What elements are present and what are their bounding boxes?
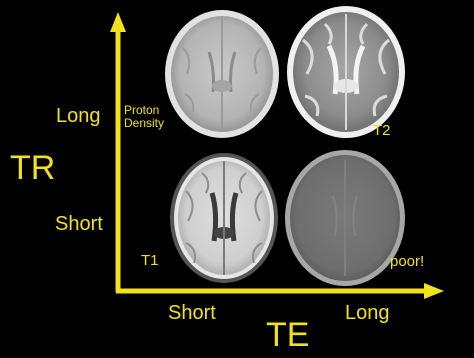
brain-scan-t1 [168,151,280,285]
brain-scan-poor-contrast [283,148,407,288]
vertical-tick-short: Short [55,214,103,234]
horizontal-axis-title: TE [266,318,309,352]
label-proton-density-line2: Density [124,117,164,130]
vertical-axis-title: TR [10,151,55,185]
label-t1: T1 [141,253,159,268]
label-t2: T2 [373,123,391,138]
horizontal-tick-long: Long [345,303,390,323]
label-proton-density: Proton Density [124,104,164,130]
brain-scan-proton-density [163,8,281,140]
vertical-axis-arrow [110,12,126,292]
label-poor: poor! [390,254,424,269]
vertical-tick-long: Long [56,106,101,126]
brain-scan-t2 [285,4,407,140]
horizontal-tick-short: Short [168,303,216,323]
